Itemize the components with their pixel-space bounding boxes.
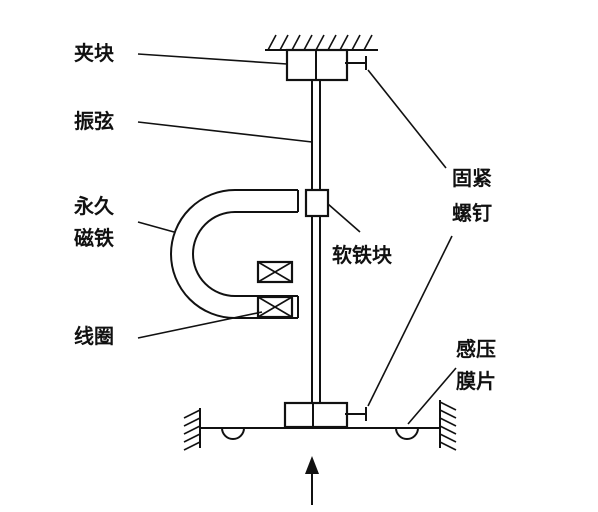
- leader-pressure-diaphragm: [407, 367, 457, 425]
- top-clamp-block: [285, 48, 367, 82]
- leader-lines: [137, 53, 457, 425]
- label-fixing-screw-line1: 固紧: [452, 166, 492, 190]
- leader-clamp-block: [137, 53, 288, 65]
- label-permanent-magnet-line1: 永久: [73, 194, 115, 218]
- leader-fixing-screw-top: [367, 69, 447, 169]
- right-wall-support: [439, 400, 457, 451]
- permanent-magnet: [170, 189, 299, 319]
- leader-fixing-screw-bottom: [367, 235, 453, 407]
- label-vibrating-string: 振弦: [74, 109, 114, 133]
- bottom-clamp-block: [283, 401, 367, 429]
- vibrating-string: [311, 80, 321, 404]
- label-pressure-diaphragm-line2: 膜片: [455, 369, 496, 393]
- label-soft-iron-block: 软铁块: [332, 243, 393, 267]
- leader-soft-iron-block: [327, 203, 361, 233]
- label-permanent-magnet-line2: 磁铁: [74, 226, 114, 250]
- leader-permanent-magnet: [137, 221, 175, 233]
- label-coil: 线圈: [74, 324, 114, 348]
- left-wall-support: [183, 408, 201, 451]
- leader-vibrating-string: [137, 121, 313, 143]
- leader-coil: [137, 311, 263, 339]
- label-pressure-diaphragm-line1: 感压: [456, 337, 496, 361]
- top-fixed-support: [265, 34, 378, 51]
- pressure-arrow: [305, 456, 319, 505]
- label-fixing-screw-line2: 螺钉: [452, 201, 492, 225]
- pressure-diaphragm: [200, 427, 440, 440]
- soft-iron-block: [304, 188, 330, 218]
- label-clamp-block: 夹块: [74, 41, 115, 65]
- coil: [256, 260, 294, 319]
